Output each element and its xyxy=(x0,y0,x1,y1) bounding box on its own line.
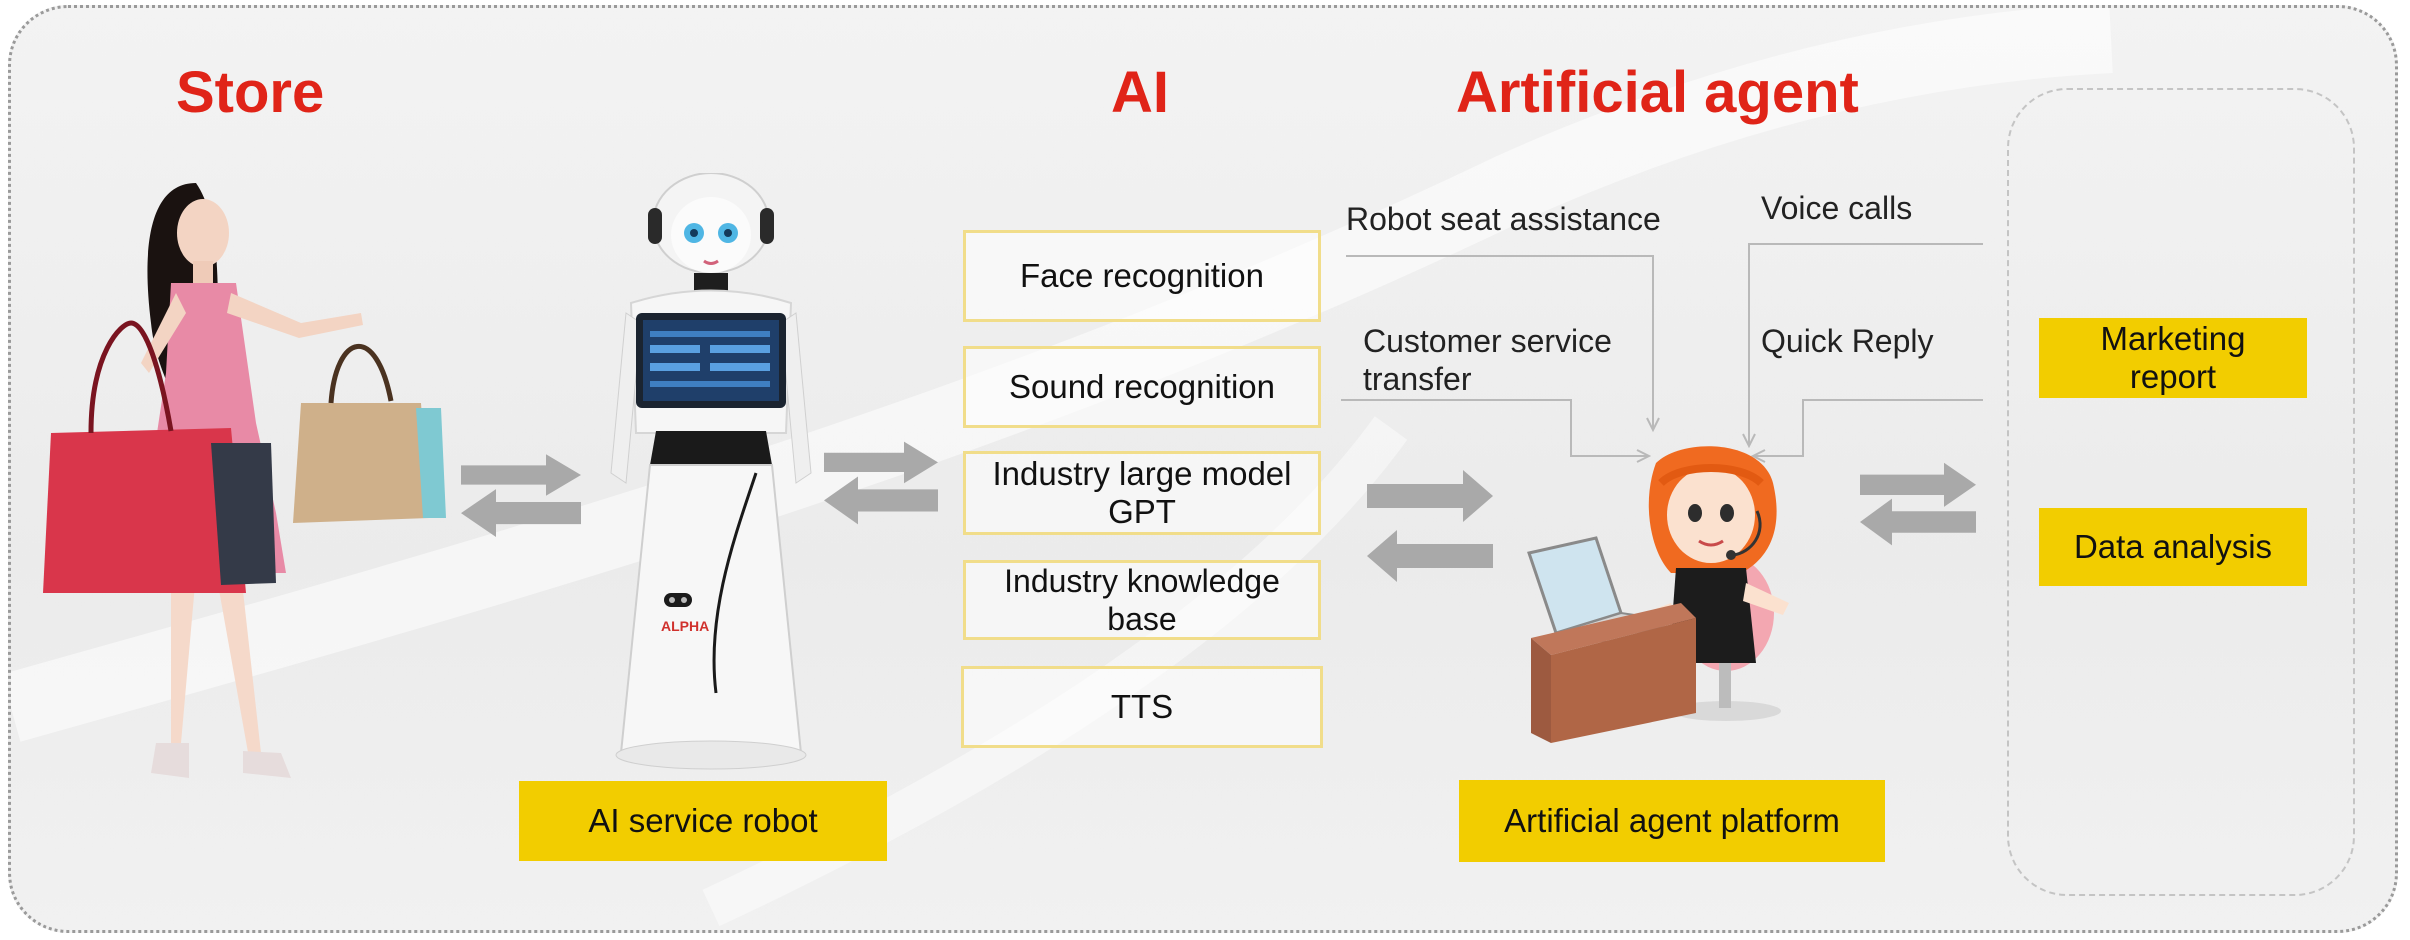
data-analysis-label: Data analysis xyxy=(2039,508,2307,586)
marketing-report-label: Marketing report xyxy=(2039,318,2307,398)
robot-illustration xyxy=(610,173,812,770)
ai-service-robot-label: AI service robot xyxy=(519,781,887,861)
label-quick-reply: Quick Reply xyxy=(1761,323,1934,359)
diagram-frame: Store AI Artificial agent xyxy=(8,5,2398,933)
shopper-illustration xyxy=(43,183,446,778)
robot-ai-arrows xyxy=(824,441,938,525)
heading-store: Store xyxy=(176,60,325,125)
label-voice-calls: Voice calls xyxy=(1761,190,1913,226)
robot-brand-text: ALPHA xyxy=(661,618,710,634)
agent-output-arrows xyxy=(1860,462,1976,546)
heading-artificial-agent: Artificial agent xyxy=(1456,60,1859,125)
agent-illustration xyxy=(1527,446,1789,743)
ai-agent-arrows xyxy=(1367,470,1493,582)
label-customer-service-transfer: Customer service transfer xyxy=(1363,323,1612,397)
ai-module-industry-gpt: Industry large model GPT xyxy=(963,451,1321,535)
heading-ai: AI xyxy=(1111,60,1169,125)
ai-module-knowledge-base: Industry knowledge base xyxy=(963,560,1321,640)
ai-module-sound-recognition: Sound recognition xyxy=(963,346,1321,428)
agent-connector-lines xyxy=(1341,243,1983,463)
ai-module-face-recognition: Face recognition xyxy=(963,230,1321,322)
ai-module-tts: TTS xyxy=(961,666,1323,748)
store-robot-arrows xyxy=(461,454,581,537)
output-panel xyxy=(2007,88,2355,896)
artificial-agent-platform-label: Artificial agent platform xyxy=(1459,780,1885,862)
label-robot-seat-assistance: Robot seat assistance xyxy=(1346,201,1661,237)
